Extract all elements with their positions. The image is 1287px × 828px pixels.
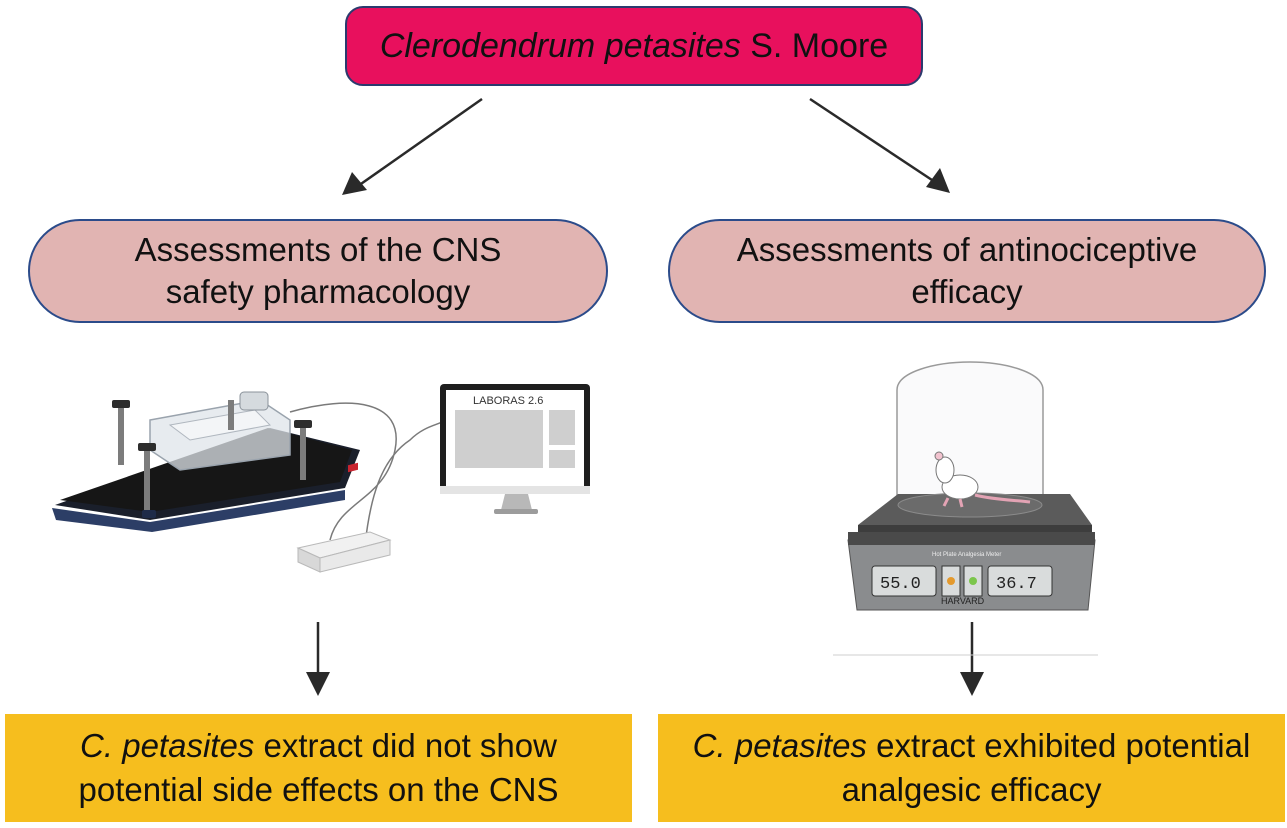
branch-antinociceptive: Assessments of antinociceptive efficacy <box>668 219 1266 323</box>
branch-antinoc-line1: Assessments of antinociceptive <box>736 231 1198 268</box>
root-authority: S. Moore <box>740 26 889 65</box>
mouse-icon <box>934 451 1031 508</box>
branch-cns-line2: safety pharmacology <box>165 273 471 310</box>
laboras-cables <box>289 402 446 546</box>
laboras-amplifier-illustration <box>296 462 392 573</box>
outcome-cns-line1: extract did not show <box>254 727 557 764</box>
outcome-cns-line2: potential side effects on the CNS <box>78 771 559 808</box>
root-species-name: Clerodendrum petasites <box>379 26 741 65</box>
arrow-left-to-outcome <box>306 622 330 696</box>
outcome-cns-species: C. petasites <box>80 727 255 764</box>
hotplate-title: Hot Plate Analgesia Meter <box>932 552 1001 558</box>
branch-cns-line1: Assessments of the CNS <box>134 231 502 268</box>
outcome-analgesic-line2: analgesic efficacy <box>841 771 1102 808</box>
monitor-label: LABORAS 2.6 <box>473 395 543 407</box>
laboras-monitor-illustration: LABORAS 2.6 <box>440 384 590 514</box>
outcome-cns: C. petasites extract did not show potent… <box>5 714 632 822</box>
root-node: Clerodendrum petasites S. Moore <box>345 6 923 86</box>
indicator-light-green <box>969 577 977 585</box>
arrow-right-to-outcome <box>960 622 984 696</box>
branch-cns-safety: Assessments of the CNS safety pharmacolo… <box>28 219 608 323</box>
indicator-light-orange <box>947 577 955 585</box>
outcome-analgesic-line1: extract exhibited potential <box>866 727 1251 764</box>
outcome-analgesic-species: C. petasites <box>692 727 867 764</box>
hotplate-right-display: 36.7 <box>996 575 1037 594</box>
outcome-analgesic: C. petasites extract exhibited potential… <box>658 714 1285 822</box>
hotplate-brand: HARVARD <box>941 596 985 606</box>
arrow-root-to-right <box>809 97 950 193</box>
hotplate-left-display: 55.0 <box>880 575 921 594</box>
arrow-root-to-left <box>342 97 483 195</box>
branch-antinoc-line2: efficacy <box>911 273 1023 310</box>
hotplate-illustration: Hot Plate Analgesia Meter 55.0 36.7 HARV… <box>833 361 1098 656</box>
laboras-platform-illustration <box>52 391 360 532</box>
